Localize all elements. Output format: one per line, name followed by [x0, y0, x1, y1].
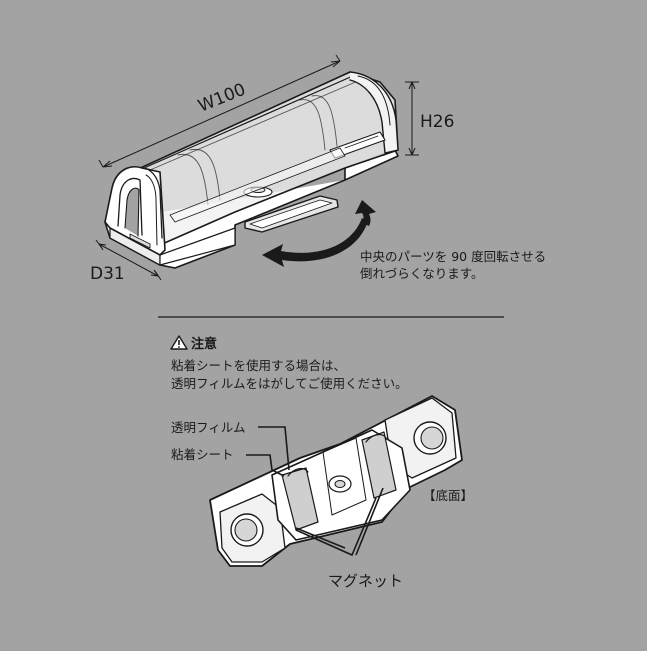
warning-triangle-icon: [170, 335, 188, 350]
magnet-label: マグネット: [328, 572, 403, 590]
caution-line2: 透明フィルムをはがしてご使用ください。: [171, 376, 408, 391]
rotation-arrow-icon: [262, 200, 376, 267]
dimension-lines: [95, 54, 419, 281]
holder-illustration: [104, 71, 399, 269]
rotation-note-line1: 中央のパーツを 90 度回転させる: [360, 249, 546, 264]
depth-label: D31: [90, 264, 125, 284]
height-label: H26: [420, 112, 454, 132]
rotation-note-line2: 倒れづらくなります。: [360, 266, 484, 281]
caution-line1: 粘着シートを使用する場合は、: [171, 358, 346, 373]
film-label: 透明フィルム: [171, 420, 246, 435]
bottom-label: 【底面】: [423, 488, 473, 503]
leader-lines: [246, 426, 384, 557]
bottom-view-illustration: [209, 395, 463, 567]
width-label: W100: [195, 80, 248, 117]
caution-title: 注意: [191, 336, 217, 352]
sheet-label: 粘着シート: [171, 447, 234, 462]
